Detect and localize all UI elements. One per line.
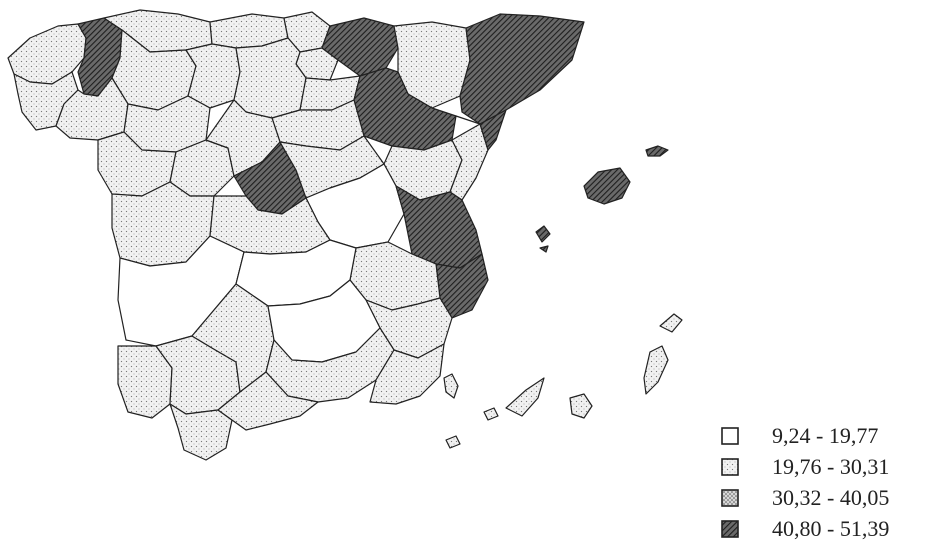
province-palencia (185, 43, 241, 109)
map-legend: 9,24 - 19,77 19,76 - 30,31 30,32 - 40,05 40… (720, 420, 930, 544)
province-catalonia-north (459, 13, 585, 125)
legend-label: 30,32 - 40,05 (772, 484, 890, 510)
island-tenerife (505, 377, 545, 417)
islands-layer (443, 145, 683, 449)
island-gran-canaria (569, 393, 593, 419)
provinces-layer (7, 9, 585, 461)
island-la-gomera (483, 407, 499, 421)
province-galicia-nw (7, 23, 87, 85)
province-huesca (393, 21, 471, 109)
legend-swatch-medium (721, 488, 739, 507)
legend-label: 40,80 - 51,39 (772, 515, 890, 541)
province-malaga (217, 371, 319, 431)
province-almeria (369, 343, 445, 405)
province-zamora (55, 77, 129, 141)
legend-swatch-dark (721, 519, 739, 538)
legend-item: 19,76 - 30,31 (720, 451, 930, 482)
legend-label: 19,76 - 30,31 (772, 453, 890, 479)
legend-item: 30,32 - 40,05 (720, 482, 930, 513)
province-catalonia-south (455, 109, 507, 151)
legend-swatch-light (721, 457, 739, 476)
province-burgos (233, 37, 307, 119)
legend-swatch-white (721, 426, 739, 445)
legend-item: 40,80 - 51,39 (720, 513, 930, 544)
legend-label: 9,24 - 19,77 (772, 422, 879, 448)
legend-item: 9,24 - 19,77 (720, 420, 930, 451)
island-formentera (539, 245, 549, 253)
island-fuerteventura (643, 345, 669, 395)
island-lanzarote (659, 313, 683, 333)
province-cadiz (169, 403, 233, 461)
island-menorca (645, 145, 669, 157)
island-ibiza (535, 225, 551, 243)
island-mallorca (583, 167, 631, 205)
island-la-palma (443, 373, 459, 399)
island-el-hierro (445, 435, 461, 449)
